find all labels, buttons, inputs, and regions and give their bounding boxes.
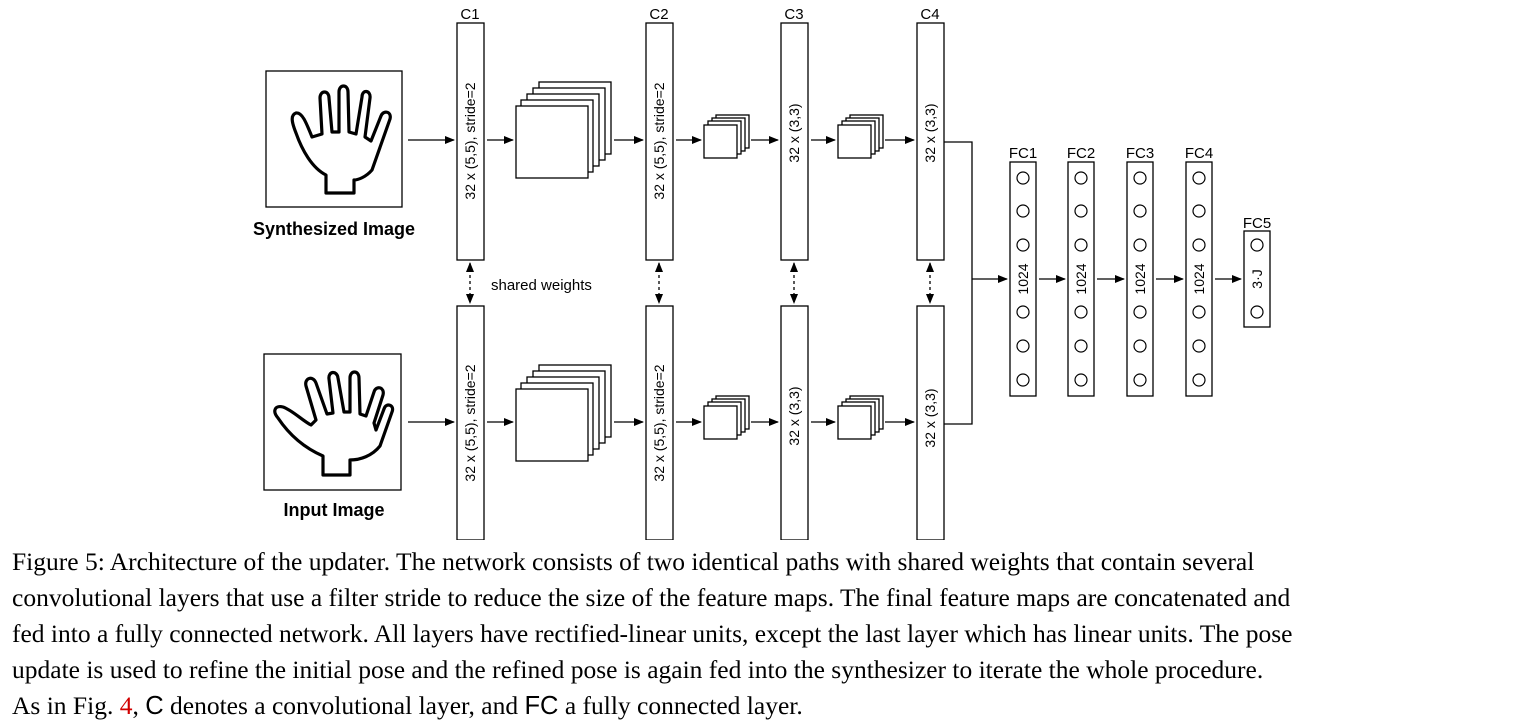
feature-map (515, 105, 589, 179)
neuron (1133, 204, 1147, 218)
fc3-name: FC3 (1126, 145, 1154, 162)
conv-c1-name: C1 (460, 6, 479, 23)
neuron (1074, 305, 1088, 319)
caption-line: Figure 5: Architecture of the updater. T… (12, 547, 1255, 576)
neuron (1250, 238, 1264, 252)
caption-text: denotes a convolutional layer, and (163, 691, 525, 720)
caption-text: a fully connected layer. (558, 691, 803, 720)
neuron (1016, 305, 1030, 319)
input-hand-icon (273, 370, 395, 477)
caption-line: fed into a fully connected network. All … (12, 619, 1293, 648)
neuron (1192, 204, 1206, 218)
fc-symbol: FC (524, 692, 559, 720)
feature-map (515, 388, 589, 462)
conv-c4-top-label: 32 x (3,3) (922, 103, 938, 162)
conv-c3-bottom-label: 32 x (3,3) (786, 386, 802, 445)
fc4-name: FC4 (1185, 145, 1213, 162)
fc3-size-label: 1024 (1132, 263, 1148, 294)
conv-c1-bottom (456, 305, 485, 540)
caption-line: update is used to refine the initial pos… (12, 655, 1264, 684)
conv-c2-name: C2 (649, 6, 668, 23)
neuron (1016, 171, 1030, 185)
caption-line: As in Fig. 4, C denotes a convolutional … (12, 688, 1506, 724)
neuron (1133, 373, 1147, 387)
conv-symbol: C (145, 692, 164, 720)
architecture-diagram: C1 C2 C3 C4 FC1 FC2 FC3 FC4 FC5 32 x (5,… (253, 6, 1271, 540)
neuron (1133, 339, 1147, 353)
conv-c4-name: C4 (920, 6, 939, 23)
caption-line: convolutional layers that use a filter s… (12, 583, 1291, 612)
conv-c3-top-label: 32 x (3,3) (786, 103, 802, 162)
fc1-name: FC1 (1009, 145, 1037, 162)
neuron (1016, 238, 1030, 252)
feature-map (837, 405, 872, 440)
neuron (1133, 171, 1147, 185)
neuron (1016, 339, 1030, 353)
feature-map (703, 405, 738, 440)
conv-c3-name: C3 (784, 6, 803, 23)
fc1-box (1009, 161, 1037, 397)
conv-c1-top (456, 22, 485, 261)
conv-c4-bottom-label: 32 x (3,3) (922, 388, 938, 447)
neuron (1250, 305, 1264, 319)
fc2-size-label: 1024 (1073, 263, 1089, 294)
neuron (1074, 339, 1088, 353)
neuron (1074, 373, 1088, 387)
input-image-frame (263, 353, 402, 491)
neuron (1074, 238, 1088, 252)
neuron (1016, 373, 1030, 387)
synthesized-hand-icon (290, 84, 392, 195)
neuron (1016, 204, 1030, 218)
fc2-box (1067, 161, 1095, 397)
conv-c3-top (780, 22, 809, 261)
fc5-box (1243, 230, 1271, 328)
fc1-size-label: 1024 (1015, 263, 1031, 294)
conv-c2-bottom-label: 32 x (5,5), stride=2 (651, 364, 667, 481)
input-image-label: Input Image (283, 500, 384, 520)
figure-caption: Figure 5: Architecture of the updater. T… (12, 544, 1506, 724)
neuron (1074, 171, 1088, 185)
neuron (1192, 305, 1206, 319)
conv-c1-bottom-label: 32 x (5,5), stride=2 (462, 364, 478, 481)
conv-c2-bottom (645, 305, 674, 540)
feature-map (703, 124, 738, 159)
conv-c3-bottom (780, 305, 809, 540)
conv-c4-bottom (916, 305, 945, 540)
synthesized-image-label: Synthesized Image (253, 219, 415, 239)
concat-connector (944, 141, 973, 425)
caption-text: , (132, 691, 146, 720)
conv-c1-top-label: 32 x (5,5), stride=2 (462, 82, 478, 199)
conv-c2-top-label: 32 x (5,5), stride=2 (651, 82, 667, 199)
neuron (1192, 238, 1206, 252)
neuron (1133, 238, 1147, 252)
neuron (1133, 305, 1147, 319)
neuron (1192, 373, 1206, 387)
fc5-name: FC5 (1243, 215, 1271, 232)
conv-c2-top (645, 22, 674, 261)
neuron (1192, 339, 1206, 353)
neuron (1074, 204, 1088, 218)
feature-map (837, 124, 872, 159)
neuron (1192, 171, 1206, 185)
fc2-name: FC2 (1067, 145, 1095, 162)
fc3-box (1126, 161, 1154, 397)
fc4-size-label: 1024 (1191, 263, 1207, 294)
fc4-box (1185, 161, 1213, 397)
fc5-size-label: 3·J (1249, 269, 1265, 288)
caption-text: As in Fig. (12, 691, 120, 720)
figure-reference-link[interactable]: 4 (119, 691, 133, 720)
shared-weights-label: shared weights (491, 277, 592, 294)
synthesized-image-frame (265, 70, 403, 208)
